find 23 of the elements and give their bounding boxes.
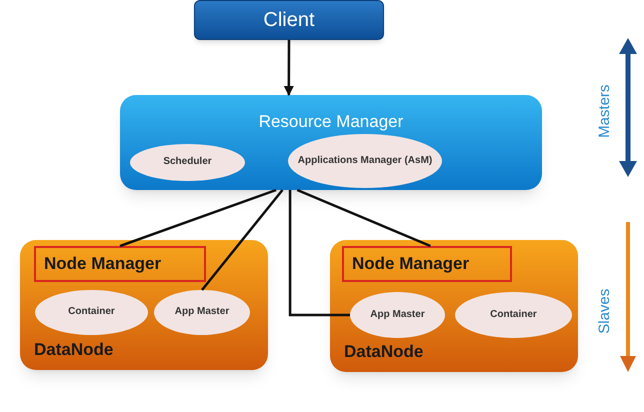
- node-label: Container: [489, 308, 538, 322]
- node-label: Resource Manager: [258, 111, 404, 133]
- datanode-panel: [20, 240, 268, 370]
- side-label: Slaves: [594, 288, 614, 336]
- connector-line: [201, 189, 284, 291]
- node-label: DataNode: [34, 338, 114, 360]
- node-label: App Master: [369, 308, 426, 322]
- node-manager-box: [342, 246, 512, 282]
- node-label: Scheduler: [162, 156, 213, 169]
- node-label: Applications Manager (AsM): [296, 154, 434, 168]
- node-label: Container: [67, 306, 116, 319]
- node-label: DataNode: [344, 340, 424, 362]
- node-label: Node Manager: [44, 253, 162, 276]
- node-label: Client: [263, 8, 315, 33]
- client-box: [194, 0, 384, 40]
- node-label: App Master: [174, 306, 230, 319]
- connector-line: [284, 40, 294, 96]
- datanode-panel: [330, 240, 578, 372]
- node-manager-box: [34, 246, 206, 282]
- side-label: Masters: [594, 84, 614, 140]
- node-label: Node Manager: [352, 253, 470, 276]
- resource-manager-panel: [120, 95, 542, 190]
- connector-line: [288, 190, 350, 316]
